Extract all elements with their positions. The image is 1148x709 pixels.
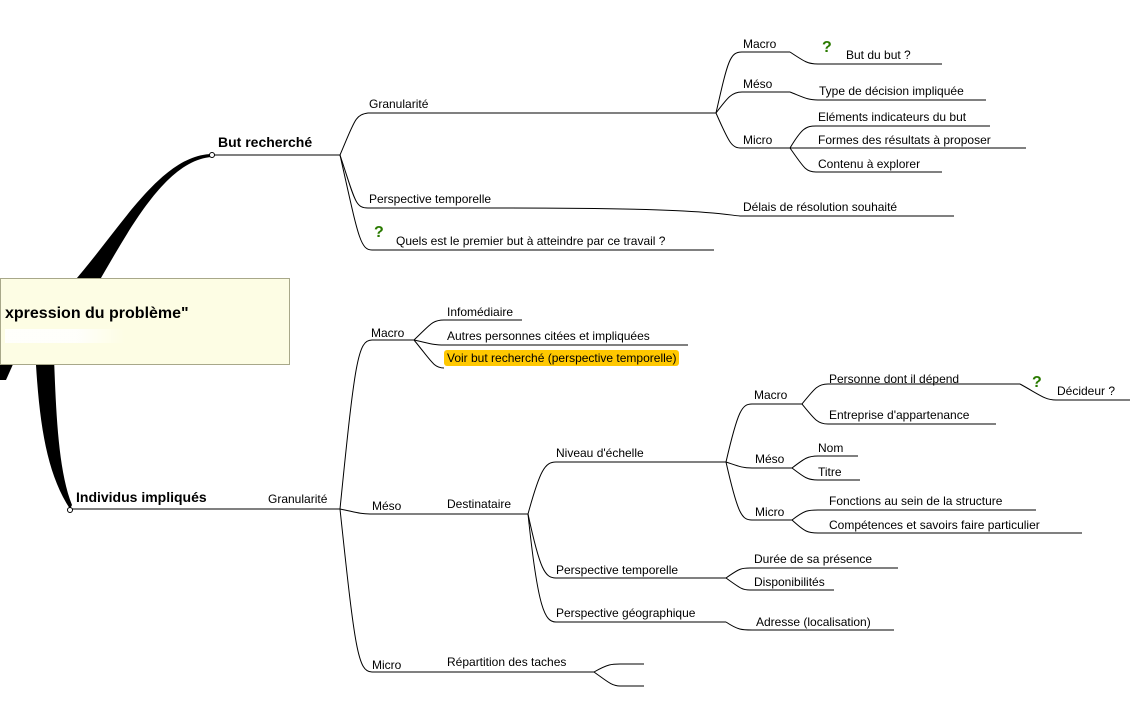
central-left-wedge [0,362,14,380]
topic-macro-1[interactable]: Macro [743,37,777,51]
line-repartition-sub-2 [593,671,644,687]
line-competences [791,519,1082,534]
line-fonctions [791,509,1036,521]
topic-nom[interactable]: Nom [818,441,844,455]
anchor-but-recherche [209,152,215,158]
central-topic-title: xpression du problème" [5,305,189,322]
topic-quel-premier-but[interactable]: Quels est le premier but à atteindre par… [396,234,666,248]
topic-autres-personnes[interactable]: Autres personnes citées et impliquées [447,329,650,343]
line-macro-2 [339,339,414,510]
topic-contenu-explorer[interactable]: Contenu à explorer [818,157,921,171]
topic-voir-but-highlighted[interactable]: Voir but recherché (perspective temporel… [444,350,680,366]
topic-decideur[interactable]: Décideur ? [1057,384,1116,398]
topic-adresse[interactable]: Adresse (localisation) [756,615,871,629]
topic-repartition[interactable]: Répartition des taches [447,655,567,669]
line-contenu [789,147,942,173]
question-mark-icon: ? [1032,374,1042,391]
line-macro-1 [715,51,790,114]
topic-micro-3[interactable]: Micro [755,505,785,519]
topic-formes-resultats[interactable]: Formes des résultats à proposer [818,133,991,147]
topic-infomediaire[interactable]: Infomédiaire [447,305,514,319]
line-type-decision [789,91,986,101]
topic-micro-2[interactable]: Micro [372,658,402,672]
topic-perspective-temporelle-1[interactable]: Perspective temporelle [369,192,492,206]
anchor-individus [67,507,73,513]
line-titre [791,467,860,481]
line-question-1 [339,154,714,251]
topic-perspective-geographique[interactable]: Perspective géographique [556,606,696,620]
line-persp-temp-2 [527,513,726,579]
topic-elements-indicateurs[interactable]: Eléments indicateurs du but [818,110,967,124]
line-repartition-sub-1 [593,663,644,673]
topic-meso-3[interactable]: Méso [755,452,785,466]
main-branch-shapes [0,154,212,509]
line-autres [413,339,688,346]
topic-meso-1[interactable]: Méso [743,77,773,91]
topic-granularite-1[interactable]: Granularité [369,97,429,111]
topic-personne-depend[interactable]: Personne dont il dépend [829,372,960,386]
topic-type-decision[interactable]: Type de décision impliquée [819,84,964,98]
central-topic-subtitle-fade [5,329,125,343]
topic-perspective-temporelle-2[interactable]: Perspective temporelle [556,563,679,577]
line-adresse [725,621,894,631]
topic-destinataire[interactable]: Destinataire [447,497,512,511]
line-meso-3 [725,461,792,469]
line-perspective-1 [339,154,510,209]
topic-micro-1[interactable]: Micro [743,133,773,147]
line-entreprise [801,403,996,425]
line-delais [509,207,954,217]
line-persp-geo [527,513,726,623]
topic-titre[interactable]: Titre [818,465,842,479]
topic-competences[interactable]: Compétences et savoirs faire particulier [829,518,1040,532]
topic-delais-resolution[interactable]: Délais de résolution souhaité [743,200,898,214]
main-branch-individus [36,358,72,509]
connector-lines [70,51,1130,687]
line-nom [791,455,858,469]
line-micro-1 [715,112,790,149]
line-micro-2 [339,508,412,673]
line-micro-3 [725,461,792,521]
topic-macro-2[interactable]: Macro [371,326,405,340]
central-topic[interactable]: xpression du problème" [0,278,290,365]
question-mark-icon: ? [374,224,384,241]
topic-entreprise[interactable]: Entreprise d'appartenance [829,408,970,422]
main-branch-but-recherche [70,154,212,290]
line-macro-3 [725,403,802,463]
topic-but-du-but[interactable]: But du but ? [846,48,911,62]
topic-niveau-echelle[interactable]: Niveau d'échelle [556,446,644,460]
line-but-du-but [789,51,942,65]
line-voir-but [413,339,445,369]
topic-granularite-2[interactable]: Granularité [268,492,328,506]
topic-fonctions[interactable]: Fonctions au sein de la structure [829,494,1003,508]
line-decideur [1019,383,1130,401]
topic-duree-presence[interactable]: Durée de sa présence [754,552,873,566]
line-infomediaire [413,319,522,341]
topic-disponibilites[interactable]: Disponibilités [754,575,825,589]
line-meso-1 [715,91,790,114]
topic-but-recherche[interactable]: But recherché [218,134,313,150]
line-personne [801,383,1020,405]
topic-meso-2[interactable]: Méso [372,499,402,513]
line-meso-2 [339,508,416,515]
line-elements [789,125,990,149]
line-niveau [527,461,726,515]
node-anchors [67,152,215,513]
line-duree [725,567,898,579]
topic-macro-3[interactable]: Macro [754,388,788,402]
question-mark-icon: ? [822,39,832,56]
line-granularite-1 [339,112,440,156]
topic-individus-impliques[interactable]: Individus impliqués [76,489,207,505]
line-disponibilites [725,577,834,591]
